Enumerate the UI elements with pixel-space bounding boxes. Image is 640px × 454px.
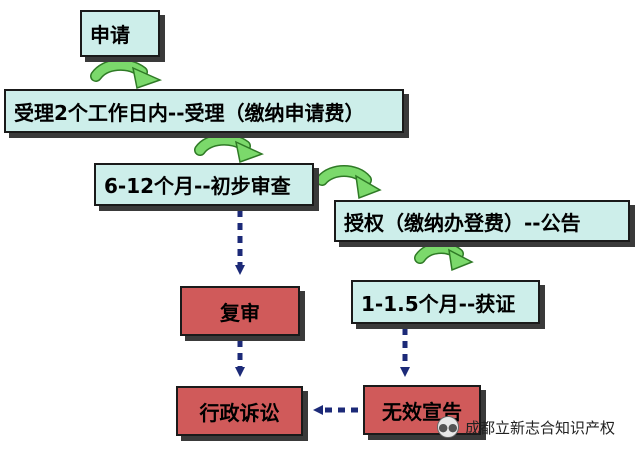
node-grant: 授权（缴纳办登费）--公告 bbox=[334, 200, 630, 242]
curved-arrow-apply-accept bbox=[90, 59, 163, 89]
node-prelim-label: 6-12个月--初步审查 bbox=[104, 174, 291, 198]
watermark: ●● 成都立新志合知识产权 bbox=[437, 416, 615, 438]
node-grant-label: 授权（缴纳办登费）--公告 bbox=[344, 210, 581, 235]
node-apply: 申请 bbox=[80, 10, 160, 57]
node-cert-label: 1-1.5个月--获证 bbox=[361, 291, 516, 316]
watermark-text: 成都立新志合知识产权 bbox=[465, 418, 616, 437]
node-cert: 1-1.5个月--获证 bbox=[351, 280, 540, 324]
node-invalid: 无效宣告 bbox=[363, 385, 481, 435]
node-accept-label: 受理2个工作日内--受理（缴纳申请费） bbox=[14, 100, 365, 125]
curved-arrow-prelim-grant bbox=[316, 165, 382, 200]
node-apply-label: 申请 bbox=[90, 23, 130, 47]
node-lawsuit-label: 行政诉讼 bbox=[199, 400, 280, 425]
node-review: 复审 bbox=[180, 286, 300, 336]
curved-arrow-grant-cert bbox=[414, 242, 474, 272]
node-accept: 受理2个工作日内--受理（缴纳申请费） bbox=[4, 89, 404, 133]
node-lawsuit: 行政诉讼 bbox=[176, 386, 303, 436]
wechat-icon: ●● bbox=[437, 416, 459, 438]
curved-arrow-accept-prelim bbox=[194, 133, 264, 164]
node-review-label: 复审 bbox=[220, 300, 260, 325]
node-prelim: 6-12个月--初步审查 bbox=[94, 163, 314, 206]
